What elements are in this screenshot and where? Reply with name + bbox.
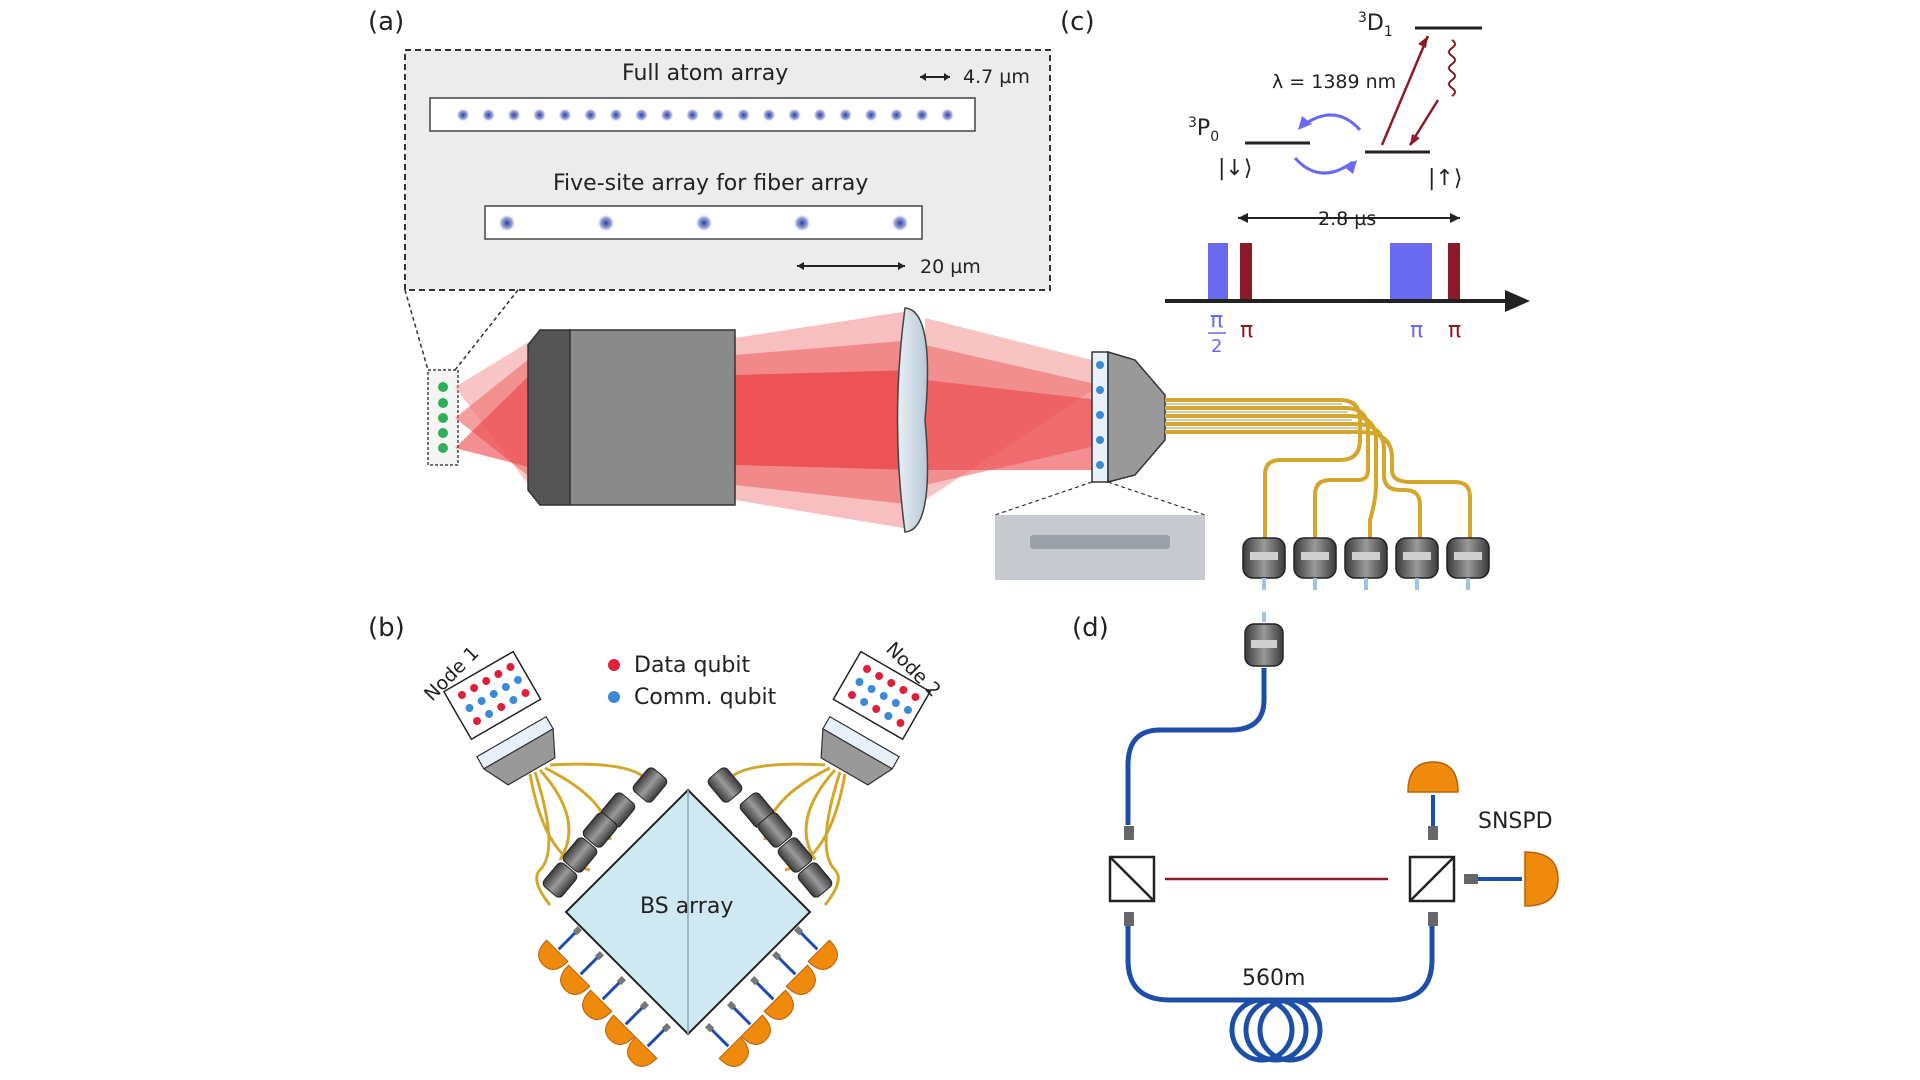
atom-spot (685, 108, 700, 122)
full-array-title: Full atom array (622, 61, 788, 86)
pulse-sequence (1165, 213, 1530, 312)
panel-d-label: (d) (1072, 613, 1109, 643)
pulse4-label: π (1448, 318, 1461, 343)
photodetector (772, 951, 816, 995)
photodetector (794, 926, 838, 970)
snspd-label: SNSPD (1478, 809, 1553, 834)
bs-array (564, 788, 812, 1036)
atom-spot (558, 108, 572, 122)
fiber-connector (1242, 537, 1286, 590)
excited-state-label: 3D1 (1358, 10, 1393, 40)
atom-spot (609, 108, 623, 122)
atom-spot (634, 108, 649, 122)
bs-array-label: BS array (640, 894, 733, 919)
pulse1-label: π (1210, 308, 1223, 333)
photodetector (582, 976, 626, 1020)
up-state-ket: |↑⟩ (1428, 166, 1462, 191)
comm-qubit-legend-label: Comm. qubit (634, 685, 777, 710)
pulse1-denominator: 2 (1211, 336, 1222, 357)
fiber-array-head (1091, 350, 1166, 483)
atom-spot (507, 108, 521, 122)
atom-spot (456, 108, 470, 122)
node2-fiber-head (820, 715, 900, 786)
gold-fiber-bundle-dark (1165, 403, 1358, 429)
fiber-connector (1395, 537, 1439, 590)
wavelength-label: λ = 1389 nm (1272, 71, 1396, 93)
full-atom-array-spots (456, 108, 955, 122)
pulse3-label: π (1410, 318, 1423, 343)
atom-spot (532, 108, 547, 122)
objective-lens (527, 329, 736, 506)
atom-spot (583, 108, 598, 122)
node1-fiber-head (476, 715, 556, 786)
five-site-spots (498, 214, 909, 232)
blue-fiber-loop (1125, 668, 1435, 1063)
panel-b-label: (b) (368, 613, 405, 643)
atom-spot (940, 108, 955, 122)
photodetector (727, 1001, 771, 1045)
atom-spot (864, 108, 878, 122)
photodetector (627, 1023, 671, 1067)
trapped-atoms (438, 382, 448, 453)
panel-a-label: (a) (368, 7, 404, 37)
node2-chip (832, 650, 932, 741)
node2-connectors (707, 767, 833, 898)
fiber-connector (1293, 537, 1337, 590)
fiber-connectors-row (1242, 537, 1490, 590)
inset-box (404, 49, 1051, 371)
input-fiber-connector (1244, 612, 1284, 667)
fiber-connector (1446, 537, 1490, 590)
snspd-detector-right (1478, 851, 1559, 907)
data-qubit-legend-dot (608, 659, 620, 671)
transition-arrows (1293, 35, 1456, 175)
node1-connectors (542, 767, 668, 898)
fiber-array-photo (994, 481, 1206, 580)
full-array-scale-label: 4.7 µm (963, 66, 1030, 88)
data-qubit-legend-label: Data qubit (634, 653, 751, 678)
fiber-length-label: 560m (1242, 966, 1305, 991)
bs-right-detectors (705, 926, 838, 1067)
photodetector (750, 976, 794, 1020)
atom-spot (787, 108, 802, 122)
duration-label: 2.8 µs (1318, 208, 1376, 230)
ground-state-label: 3P0 (1188, 115, 1219, 145)
relay-lens (896, 307, 929, 533)
gold-fiber-bundle (1165, 398, 1472, 540)
atom-spot (481, 108, 496, 122)
atom-spot (711, 108, 725, 122)
beam-splitter-right (1408, 826, 1478, 926)
photodetector (705, 1023, 749, 1067)
scale-bar-20 (797, 262, 905, 270)
photodetector (560, 951, 604, 995)
comm-qubit-legend-dot (608, 691, 620, 703)
energy-levels (1245, 26, 1482, 154)
atom-spot (660, 108, 674, 122)
atom-spot (762, 108, 776, 122)
down-state-ket: |↓⟩ (1218, 156, 1252, 181)
laser-beams (455, 310, 1100, 530)
panel-c-label: (c) (1060, 7, 1095, 37)
atom-spot (889, 108, 904, 122)
five-site-title: Five-site array for fiber array (553, 171, 868, 196)
atom-spot (915, 108, 929, 122)
bs-left-detectors (538, 926, 671, 1067)
pulse2-label: π (1240, 318, 1253, 343)
photodetector (538, 926, 582, 970)
scale-bar-4-7 (920, 73, 950, 81)
atom-spot (736, 108, 751, 122)
atom-spot (813, 108, 827, 122)
beam-splitter-left (1108, 826, 1156, 926)
snspd-detector-top (1407, 761, 1459, 826)
photodetector (605, 1001, 649, 1045)
atom-spot (838, 108, 853, 122)
five-site-scale-label: 20 µm (920, 256, 981, 278)
fiber-connector (1344, 537, 1388, 590)
node1-chip (442, 650, 542, 741)
